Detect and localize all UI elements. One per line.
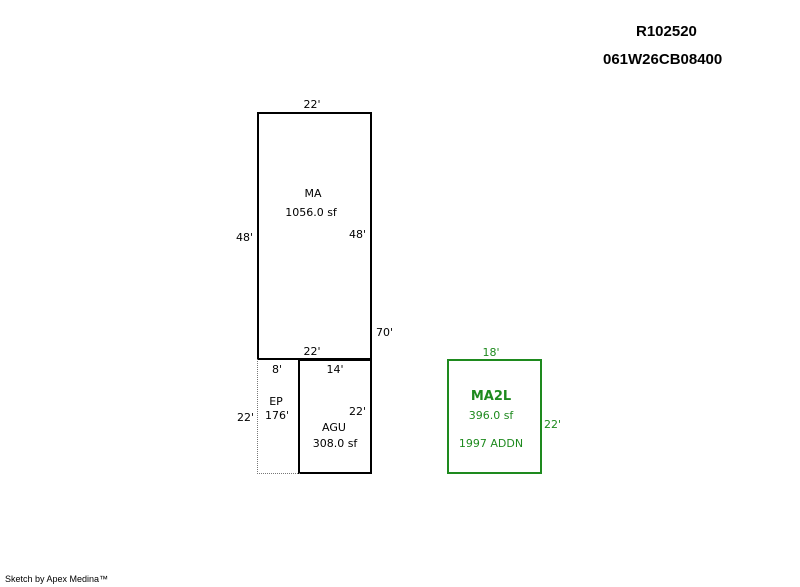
addition-dim-right: 22' (544, 418, 562, 431)
garage-dim-right: 22' (349, 405, 367, 418)
garage-dim-top: 14' (326, 363, 344, 376)
map-tax-lot: 061W26CB08400 (603, 51, 723, 68)
addition-outline (447, 359, 542, 474)
addition-code: MA2L (470, 389, 512, 404)
main-dim-bottom: 22' (303, 345, 321, 358)
garage-area-value: 308.0 sf (312, 437, 358, 450)
main-area-value: 1056.0 sf (285, 206, 337, 219)
addition-note: 1997 ADDN (458, 437, 524, 450)
footer-credit: Sketch by Apex Medina™ (5, 574, 109, 584)
porch-dim-top: 8' (271, 363, 283, 376)
porch-area-value: 176' (264, 409, 290, 422)
garage-outline (298, 359, 372, 474)
main-code: MA (304, 187, 322, 200)
porch-outline (257, 359, 300, 474)
main-dim-left: 48' (236, 231, 254, 244)
main-dim-total-right: 70' (376, 326, 394, 339)
garage-code: AGU (322, 421, 346, 434)
main-dim-top: 22' (303, 98, 321, 111)
porch-dim-left: 22' (237, 411, 255, 424)
account-id: R102520 (636, 23, 697, 40)
addition-dim-top: 18' (482, 346, 500, 359)
porch-code: EP (269, 395, 283, 408)
main-dim-right-inner: 48' (349, 228, 367, 241)
addition-area-value: 396.0 sf (468, 409, 514, 422)
